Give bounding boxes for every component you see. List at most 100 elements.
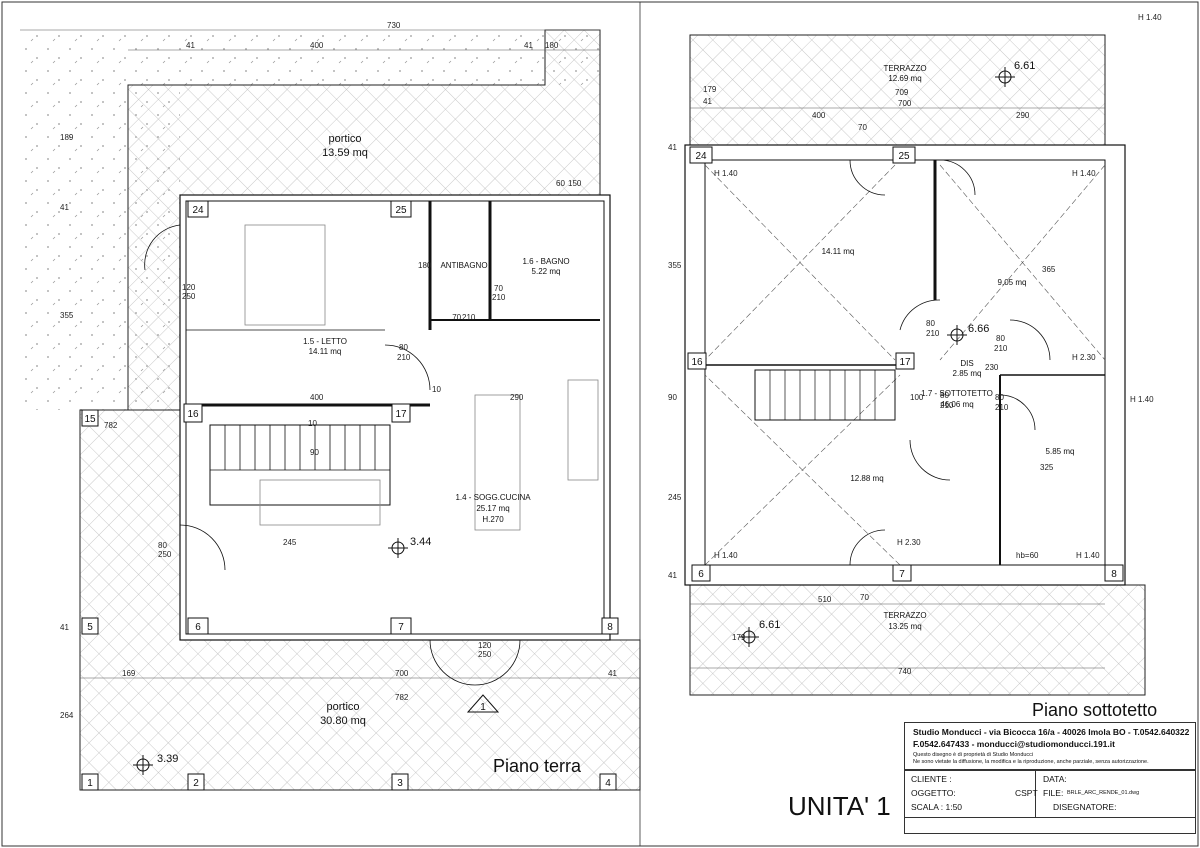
room-area: 9.05 mq [998, 278, 1027, 287]
date-field: DATA: [1043, 774, 1067, 784]
subject-field: OGGETTO: [911, 788, 956, 798]
drawing-label: 24 [192, 205, 204, 216]
drawing-label: 41 [668, 143, 677, 152]
drawing-label: 250 [182, 292, 196, 301]
drawing-label: 41 [186, 41, 195, 50]
elevation-value: 6.61 [759, 619, 780, 631]
door-arc-south-left [429, 639, 476, 686]
drawing-label: 230 [985, 363, 999, 372]
kitchen-counter [567, 379, 599, 481]
drawing-label: 8 [1111, 569, 1117, 580]
elevation-marker [739, 627, 759, 647]
drawing-label: H 1.40 [714, 551, 738, 560]
drawing-label: 400 [812, 111, 826, 120]
room-area: 14.11 mq [822, 247, 855, 256]
drawing-label: 264 [60, 711, 74, 720]
room-area: 5.22 mq [532, 267, 561, 276]
drawing-label: 17 [899, 357, 911, 368]
drawing-label: 80 [399, 343, 408, 352]
room-area: 5.85 mq [1046, 447, 1075, 456]
plan-title-attic: Piano sottotetto [1032, 700, 1157, 720]
drawing-label: 1 [480, 702, 486, 713]
drawing-label: 80 [158, 541, 167, 550]
title-block-header: Studio Monducci - via Bicocca 16/a - 400… [904, 722, 1196, 770]
room-area: 2.85 mq [953, 369, 982, 378]
drawing-label: 782 [395, 693, 409, 702]
drawing-label: 189 [60, 133, 74, 142]
drawing-label: H 1.40 [1138, 13, 1162, 22]
elevation-marker [947, 325, 967, 345]
elevation-marker [133, 755, 153, 775]
drawing-label: 245 [283, 538, 297, 547]
drawing-label: 90 [310, 448, 319, 457]
drawing-label: 400 [310, 41, 324, 50]
drawing-label: 179 [703, 85, 717, 94]
drawing-label: 325 [1040, 463, 1054, 472]
drawing-label: 210 [492, 293, 506, 302]
drawing-label: 400 [310, 393, 324, 402]
grid-markers-attic: 24 25 16 17 6 7 8 [687, 146, 1124, 582]
drawing-label: 365 [1042, 265, 1056, 274]
room-height: H.270 [482, 515, 504, 524]
drawing-label: 80 [940, 391, 949, 400]
file-label: FILE: [1043, 788, 1064, 798]
scale-field: SCALA : 1:50 [911, 802, 963, 812]
room-label: 1.5 - LETTO [303, 337, 347, 346]
drawing-label: 17 [395, 409, 407, 420]
drawing-label: H 1.40 [714, 169, 738, 178]
grid-markers-ground: 24 25 16 17 15 5 6 7 8 1 2 3 4 [81, 200, 619, 791]
drawing-label: 700 [395, 669, 409, 678]
drawing-label: 2 [193, 778, 199, 789]
cspt-field: CSPT [1015, 788, 1038, 798]
drawing-label: 210 [926, 329, 940, 338]
drawing-label: 1 [87, 778, 93, 789]
drawing-label: 210 [462, 313, 476, 322]
drawing-label: 70 [494, 284, 503, 293]
drawing-label: 179 [732, 633, 746, 642]
room-label: 1.7 - SOTTOTETTO [921, 389, 993, 398]
dining-table [474, 394, 521, 531]
drawing-label: 210 [994, 344, 1008, 353]
drawing-label: 7 [398, 622, 404, 633]
sofa [259, 479, 381, 526]
north-arrow [466, 694, 500, 713]
room-label: portico [326, 701, 359, 713]
drawing-label: H 2.30 [897, 538, 921, 547]
drawing-label: 730 [387, 21, 401, 30]
bed [244, 224, 326, 326]
elevation-value: 3.39 [157, 753, 178, 765]
drawing-label: 90 [668, 393, 677, 402]
drawing-label: 6 [195, 622, 201, 633]
drawing-label: 80 [995, 393, 1004, 402]
studio-address: Studio Monducci - via Bicocca 16/a - 400… [913, 727, 1190, 737]
door-arc-attic-3 [849, 529, 886, 566]
drawing-label: 180 [418, 261, 432, 270]
drawing-label: 709 [895, 88, 909, 97]
drawing-label: 740 [898, 667, 912, 676]
door-arc-attic-1 [849, 159, 886, 196]
drawing-label: H 1.40 [1130, 395, 1154, 404]
drawing-label: 6 [698, 569, 704, 580]
drawing-label: 169 [122, 669, 136, 678]
room-label: 1.6 - BAGNO [522, 257, 569, 266]
drawing-label: .70 [450, 313, 462, 322]
drawing-label: 80 [926, 319, 935, 328]
drawing-label: 41 [703, 97, 712, 106]
drawing-label: 41 [668, 571, 677, 580]
title-block-fields: CLIENTE : OGGETTO: CSPT SCALA : 1:50 DAT… [904, 770, 1196, 834]
plan-title-ground: Piano terra [493, 756, 582, 776]
door-arc-letto [384, 344, 431, 391]
room-area: 25.17 mq [476, 504, 509, 513]
drawing-label: 250 [478, 650, 492, 659]
room-area: 12.88 mq [850, 474, 883, 483]
drawing-label: 4 [605, 778, 611, 789]
drawing-label: 10 [308, 419, 317, 428]
drawing-label: 700 [898, 99, 912, 108]
drawing-label: 70 [860, 593, 869, 602]
elevation-value: 6.61 [1014, 60, 1035, 72]
room-label: 1.4 - SOGG.CUCINA [455, 493, 531, 502]
room-label: TERRAZZO [883, 611, 926, 620]
drawing-label: 16 [691, 357, 703, 368]
room-label: portico [328, 133, 361, 145]
